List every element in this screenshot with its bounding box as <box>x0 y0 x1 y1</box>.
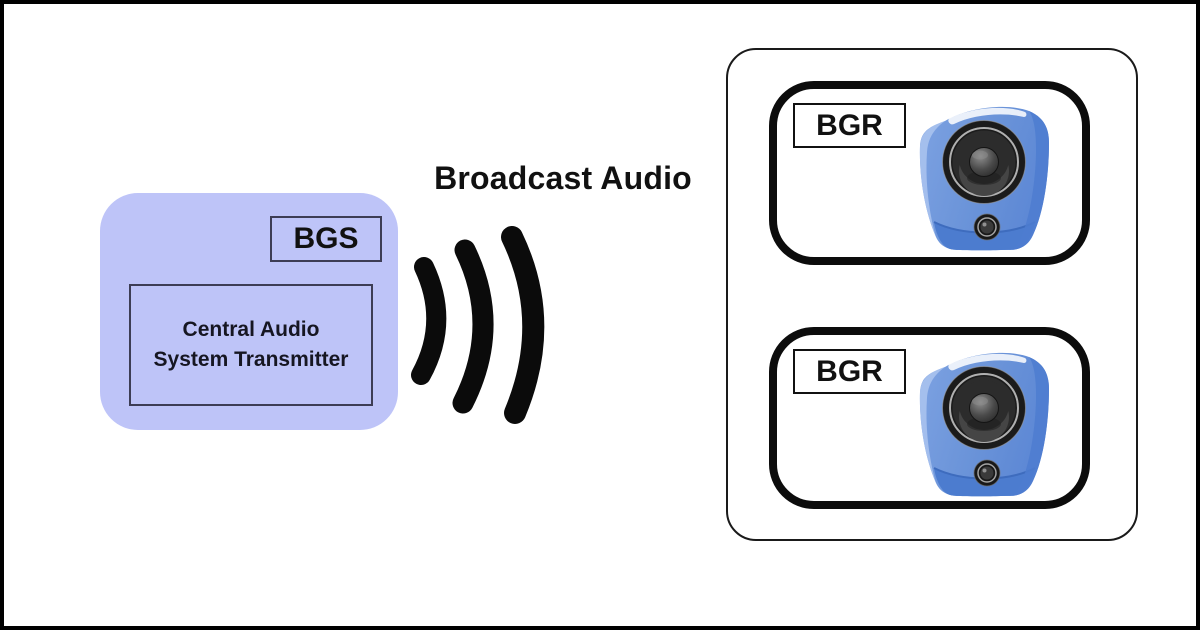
transmitter-tag-label: BGS <box>293 222 359 255</box>
receiver-box-1: BGR <box>769 81 1090 265</box>
speaker-icon <box>918 105 1050 252</box>
receivers-panel: BGR BGR <box>726 48 1138 541</box>
transmitter-name-line2: System Transmitter <box>153 348 349 371</box>
speaker-icon <box>918 351 1050 498</box>
transmitter-group: BGS Central Audio System Transmitter <box>100 193 398 430</box>
receiver-2-tag-box: BGR <box>793 349 906 394</box>
diagram-title: Broadcast Audio <box>434 160 692 196</box>
receiver-1-tag-box: BGR <box>793 103 906 148</box>
transmitter-name-line1: Central Audio <box>182 318 320 341</box>
transmitter-tag-box: BGS <box>270 216 382 262</box>
receiver-2-tag-label: BGR <box>816 354 883 388</box>
receiver-1-tag-label: BGR <box>816 108 883 142</box>
receiver-box-2: BGR <box>769 327 1090 509</box>
broadcast-waves-icon <box>411 226 545 424</box>
transmitter-name-box: Central Audio System Transmitter <box>129 284 373 406</box>
